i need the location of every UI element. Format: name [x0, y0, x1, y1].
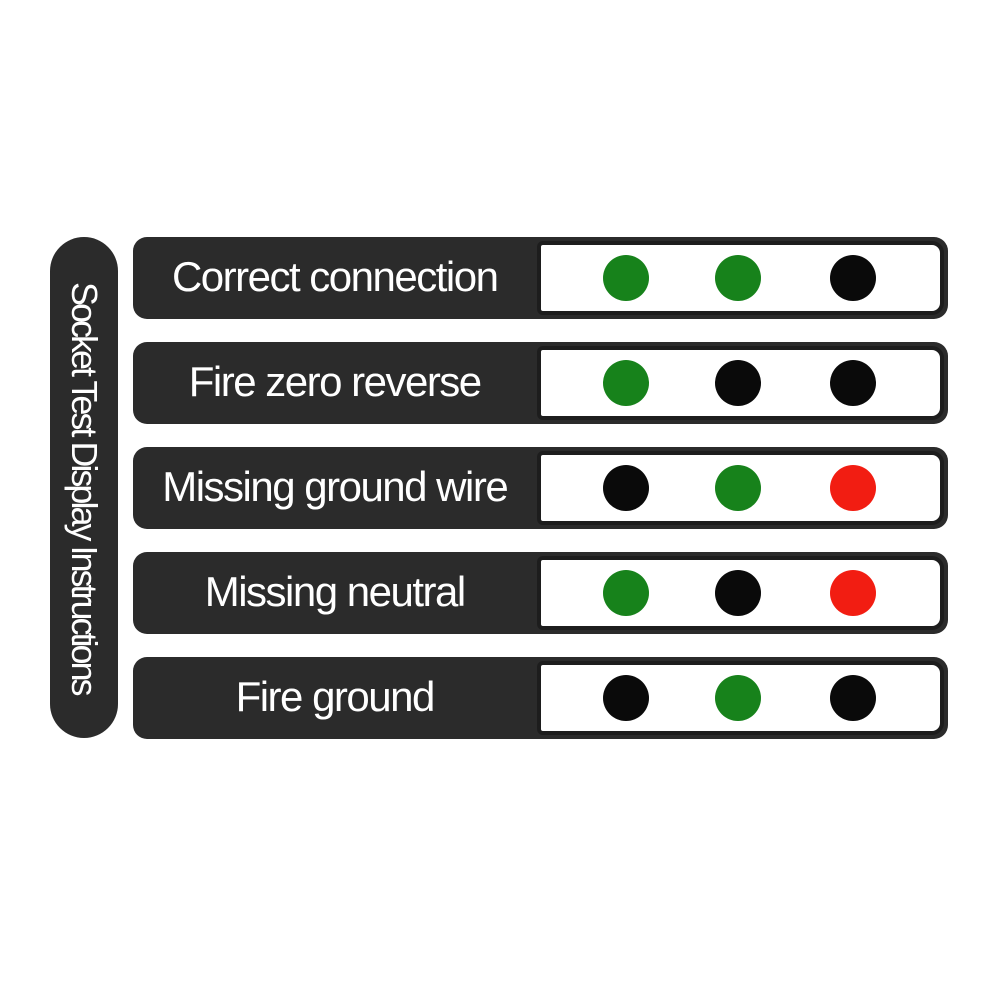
row-label-area: Missing neutral	[133, 552, 536, 634]
indicator-light-black	[715, 360, 762, 406]
indicator-panel	[537, 346, 944, 420]
row-label: Correct connection	[171, 253, 499, 300]
indicator-light-black	[715, 570, 762, 616]
side-banner: Socket Test Display Instructions	[50, 237, 118, 738]
indicator-light-green	[715, 675, 762, 721]
row-label-area: Fire ground	[133, 657, 536, 739]
row-label: Missing ground wire	[162, 463, 509, 510]
side-banner-label: Socket Test Display Instructions	[64, 281, 105, 694]
indicator-light-black	[603, 465, 650, 511]
indicator-light-green	[715, 465, 762, 511]
indicator-panel	[537, 556, 944, 630]
indicator-panel	[537, 451, 944, 525]
row-label-area: Fire zero reverse	[133, 342, 536, 424]
row-correct-connection: Correct connection	[133, 237, 948, 319]
indicator-panel	[537, 241, 944, 315]
row-label-area: Correct connection	[133, 237, 536, 319]
indicator-light-green	[715, 255, 762, 301]
row-missing-ground-wire: Missing ground wire	[133, 447, 948, 529]
indicator-light-black	[830, 255, 877, 301]
row-label: Fire zero reverse	[188, 358, 482, 405]
indicator-light-black	[830, 675, 877, 721]
indicator-light-green	[603, 255, 650, 301]
indicator-light-red	[830, 570, 877, 616]
row-fire-zero-reverse: Fire zero reverse	[133, 342, 948, 424]
indicator-light-black	[830, 360, 877, 406]
indicator-light-green	[603, 360, 650, 406]
indicator-light-red	[830, 465, 877, 511]
row-fire-ground: Fire ground	[133, 657, 948, 739]
row-label-area: Missing ground wire	[133, 447, 536, 529]
indicator-light-black	[603, 675, 650, 721]
indicator-light-green	[603, 570, 650, 616]
row-missing-neutral: Missing neutral	[133, 552, 948, 634]
indicator-panel	[537, 661, 944, 735]
row-label: Fire ground	[235, 673, 436, 720]
row-label: Missing neutral	[204, 568, 466, 615]
